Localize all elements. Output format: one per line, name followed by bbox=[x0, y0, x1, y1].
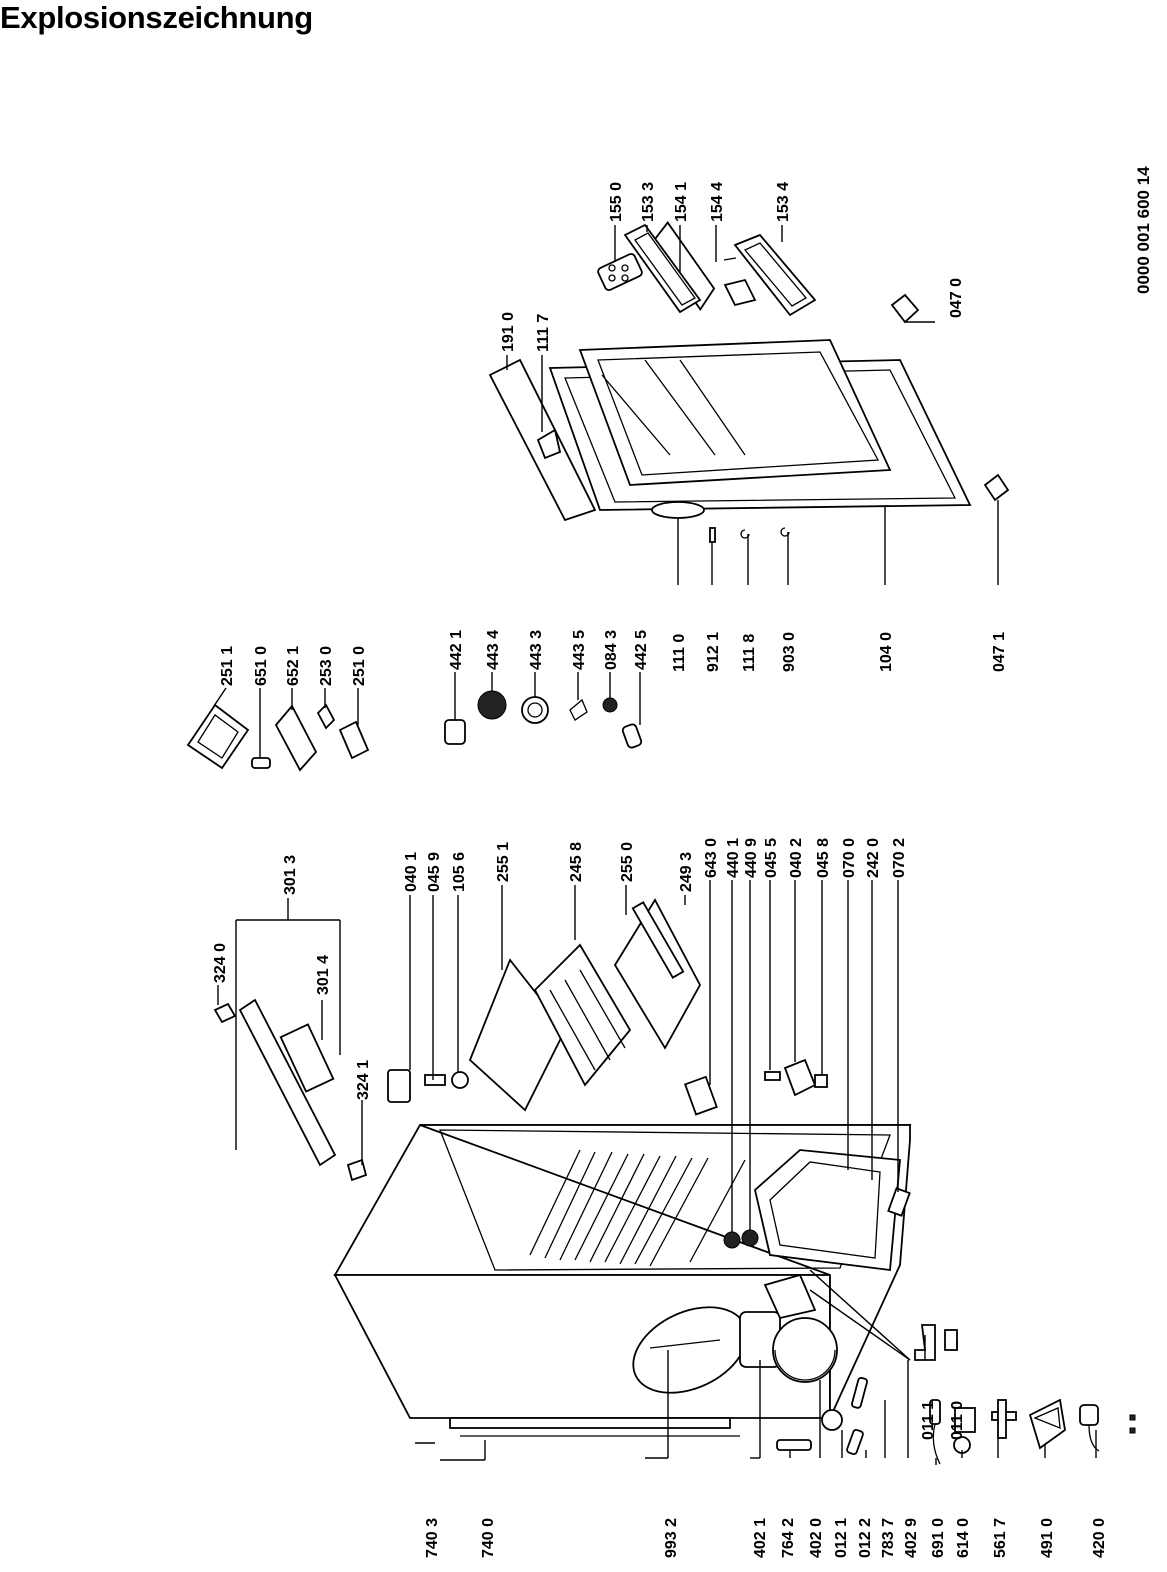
callout-sh-2551: 255 1 bbox=[495, 842, 512, 882]
callout-dr-1541: 154 1 bbox=[673, 182, 690, 222]
callout-sh-4409: 440 9 bbox=[743, 838, 760, 878]
callout-sh-0455: 045 5 bbox=[763, 838, 780, 878]
callout-bot-0122: 012 2 bbox=[857, 1518, 874, 1558]
callout-bot-4029: 402 9 bbox=[903, 1518, 920, 1558]
callout-sh-0458: 045 8 bbox=[815, 838, 832, 878]
callout-bot-4910: 491 0 bbox=[1039, 1518, 1056, 1558]
callout-fan-4435: 443 5 bbox=[571, 630, 588, 670]
door-bins bbox=[597, 221, 817, 317]
callout-bot-4020: 402 0 bbox=[808, 1518, 825, 1558]
callout-sh-2550: 255 0 bbox=[619, 842, 636, 882]
callout-bot-0121: 012 1 bbox=[833, 1518, 850, 1558]
page-title: Explosionszeichnung bbox=[0, 0, 313, 35]
callout-dr-1110: 111 0 bbox=[671, 634, 688, 672]
callout-top-3241: 324 1 bbox=[355, 1060, 372, 1100]
callout-dr-0471: 047 1 bbox=[991, 632, 1008, 672]
callout-fan-4421: 442 1 bbox=[448, 630, 465, 670]
callout-dr-9030: 903 0 bbox=[781, 632, 798, 672]
callout-dr-9121: 912 1 bbox=[705, 632, 722, 672]
callout-sh-0702: 070 2 bbox=[891, 838, 908, 878]
callout-bot-7837: 783 7 bbox=[880, 1518, 897, 1558]
callout-bot-4200: 420 0 bbox=[1091, 1518, 1108, 1558]
callout-lt-6510: 651 0 bbox=[253, 646, 270, 686]
callout-sh-2420: 242 0 bbox=[865, 838, 882, 878]
callout-sh-0401: 040 1 bbox=[403, 852, 420, 892]
callout-sh-0402: 040 2 bbox=[788, 838, 805, 878]
hinge-parts bbox=[887, 1187, 958, 1361]
callout-dr-1117: 111 7 bbox=[535, 314, 552, 352]
callout-mid-0111: 011 1 bbox=[920, 1401, 937, 1440]
callout-lt-2511: 251 1 bbox=[219, 646, 236, 686]
callout-dr-0470: 047 0 bbox=[948, 278, 965, 318]
callout-bot-7403: 740 3 bbox=[424, 1518, 441, 1558]
callout-dr-1910: 191 0 bbox=[500, 312, 517, 352]
callout-top-3014: 301 4 bbox=[315, 955, 332, 995]
cabinet-body bbox=[333, 1124, 912, 1437]
callout-dr-1544: 154 4 bbox=[709, 182, 726, 222]
callout-dr-1534: 153 4 bbox=[775, 182, 792, 222]
callout-bot-5617: 561 7 bbox=[992, 1518, 1009, 1558]
callout-fan-4433: 443 3 bbox=[528, 630, 545, 670]
leader-lines bbox=[213, 225, 1097, 1465]
callout-bot-7400: 740 0 bbox=[480, 1518, 497, 1558]
callout-dr-1118: 111 8 bbox=[741, 634, 758, 672]
callout-dr-1040: 104 0 bbox=[878, 632, 895, 672]
callout-bot-9932: 993 2 bbox=[663, 1518, 680, 1558]
callout-sh-0459: 045 9 bbox=[426, 852, 443, 892]
electrical-parts bbox=[929, 1398, 1136, 1465]
callout-fan-4434: 443 4 bbox=[485, 630, 502, 670]
callout-sh-2458: 245 8 bbox=[568, 842, 585, 882]
shelves bbox=[387, 898, 828, 1249]
callout-sh-4401: 440 1 bbox=[725, 838, 742, 878]
callout-bot-7642: 764 2 bbox=[780, 1518, 797, 1558]
callout-top-3013: 301 3 bbox=[282, 855, 299, 895]
callout-lt-2530: 253 0 bbox=[318, 646, 335, 686]
callout-mid-0110: 011 0 bbox=[949, 1401, 966, 1440]
fan-parts bbox=[444, 690, 643, 749]
callout-bot-6140: 614 0 bbox=[955, 1518, 972, 1558]
callout-labels: 740 3 740 0 993 2 402 1 764 2 402 0 012 1 012 2… bbox=[212, 182, 1108, 1558]
callout-dr-1550: 155 0 bbox=[608, 182, 625, 222]
callout-sh-2493: 249 3 bbox=[678, 852, 695, 892]
top-cover-parts bbox=[213, 898, 368, 1182]
callout-top-3240: 324 0 bbox=[212, 943, 229, 983]
callout-lt-2510: 251 0 bbox=[351, 646, 368, 686]
callout-bot-4021: 402 1 bbox=[752, 1518, 769, 1558]
compressor-group bbox=[632, 1269, 911, 1456]
callout-bot-6910: 691 0 bbox=[930, 1518, 947, 1558]
callout-lt-6521: 652 1 bbox=[285, 646, 302, 686]
callout-fan-4425: 442 5 bbox=[633, 630, 650, 670]
light-parts bbox=[186, 703, 370, 772]
callout-sh-6430: 643 0 bbox=[703, 838, 720, 878]
refrigerator-door bbox=[488, 293, 1010, 543]
callout-fan-0843: 084 3 bbox=[603, 630, 620, 670]
callout-dr-1533: 153 3 bbox=[640, 182, 657, 222]
callout-sh-1056: 105 6 bbox=[451, 852, 468, 892]
callout-sh-0700: 070 0 bbox=[841, 838, 858, 878]
